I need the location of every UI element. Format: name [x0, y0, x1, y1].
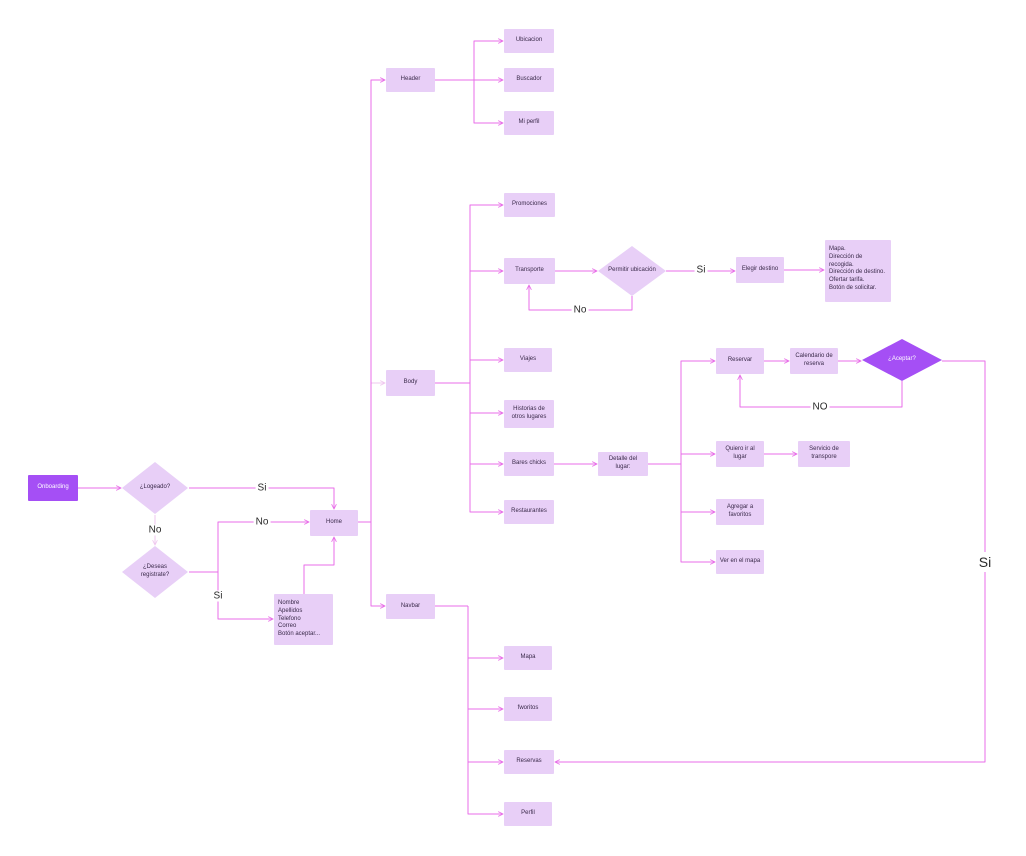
node-agregar-favoritos-label: Agregar a favoritos — [726, 504, 754, 518]
node-home[interactable]: Home — [310, 510, 358, 536]
node-ver-mapa[interactable]: Ver en el mapa — [716, 550, 764, 574]
edge-aceptar-si-reservas — [555, 360, 986, 762]
edge-label-permitir-no: No — [571, 304, 589, 316]
node-viajes-label: Viajes — [519, 356, 537, 363]
edge-label-aceptar-si: Si — [977, 552, 993, 572]
edge-navbar-favoritos — [467, 658, 503, 709]
edge-label-registrate-no: No — [253, 516, 271, 528]
edge-detalle-quiero — [680, 454, 715, 464]
decision-registrate[interactable]: ¿Deseas registrate? — [122, 546, 188, 598]
edge-registrate-no-home — [189, 522, 309, 573]
node-historias[interactable]: Historias de otros lugares — [504, 400, 554, 428]
edge-home-header — [370, 80, 385, 522]
decision-logeado-label: ¿Logeado? — [139, 484, 171, 491]
node-favoritos-label: fworitos — [517, 705, 539, 712]
node-restaurantes[interactable]: Restaurantes — [504, 500, 554, 524]
node-reservas[interactable]: Reservas — [504, 750, 554, 774]
node-detalle-lugar[interactable]: Detalle del lugar: — [598, 452, 648, 476]
node-mapa-detalle-label: Mapa. Dirección de recogida. Dirección d… — [829, 246, 886, 291]
decision-aceptar[interactable]: ¿Aceptar? — [862, 339, 942, 381]
node-body[interactable]: Body — [386, 370, 435, 396]
edge-body-promociones — [469, 205, 503, 383]
edge-home-navbar — [358, 521, 385, 606]
edge-label-logeado-si: Si — [255, 482, 269, 494]
node-registro-form[interactable]: Nombre Apellidos Telefono Correo Botón a… — [274, 594, 333, 645]
node-promociones[interactable]: Promociones — [504, 193, 555, 217]
edge-home-body — [358, 383, 385, 523]
node-bares-chicks[interactable]: Bares chicks — [504, 452, 554, 476]
decision-permitir-label: Permitir ubicación — [608, 267, 656, 274]
node-navbar-label: Navbar — [400, 602, 421, 609]
edge-label-logeado-no: No — [146, 524, 164, 536]
node-elegir-destino-label: Elegir destino — [741, 266, 779, 273]
node-viajes[interactable]: Viajes — [504, 348, 552, 372]
node-ver-mapa-label: Ver en el mapa — [719, 558, 761, 565]
node-home-label: Home — [325, 519, 342, 526]
node-ubicacion[interactable]: Ubicacion — [504, 29, 554, 53]
node-mapa-detalle[interactable]: Mapa. Dirección de recogida. Dirección d… — [825, 240, 891, 302]
node-quiero-ir[interactable]: Quiero ir al lugar — [716, 441, 764, 467]
edge-detalle-vermapa — [680, 512, 715, 562]
decision-permitir-ubicacion[interactable]: Permitir ubicación — [598, 246, 666, 296]
node-quiero-ir-label: Quiero ir al lugar — [725, 446, 755, 460]
node-registro-form-label: Nombre Apellidos Telefono Correo Botón a… — [278, 600, 321, 638]
node-buscador[interactable]: Buscador — [504, 68, 554, 92]
node-detalle-lugar-label: Detalle del lugar: — [608, 456, 638, 470]
edge-label-registrate-si: Si — [211, 590, 225, 602]
node-navbar[interactable]: Navbar — [386, 594, 435, 619]
edge-label-aceptar-no: NO — [810, 401, 830, 413]
node-servicio-transporte-label: Servicio de transpore — [809, 446, 839, 460]
node-ubicacion-label: Ubicacion — [515, 37, 543, 44]
edge-header-ubicacion — [473, 41, 503, 80]
node-header[interactable]: Header — [386, 68, 435, 92]
node-elegir-destino[interactable]: Elegir destino — [736, 257, 784, 283]
edge-navbar-mapa — [467, 606, 503, 658]
decision-aceptar-label: ¿Aceptar? — [888, 356, 916, 363]
node-perfil-label: Perfil — [521, 810, 535, 817]
node-mapa-label: Mapa — [520, 654, 536, 661]
node-reservar[interactable]: Reservar — [716, 348, 764, 374]
node-servicio-transporte[interactable]: Servicio de transpore — [798, 441, 850, 467]
decision-logeado[interactable]: ¿Logeado? — [122, 462, 188, 514]
node-favoritos[interactable]: fworitos — [504, 697, 552, 721]
edge-body-historias — [469, 383, 503, 413]
node-mapa[interactable]: Mapa — [504, 646, 552, 670]
edge-label-permitir-si: Si — [694, 264, 708, 276]
node-promociones-label: Promociones — [511, 201, 547, 208]
edge-navbar-reservas — [467, 709, 503, 762]
edge-detalle-reservar — [680, 361, 715, 464]
decision-registrate-label: ¿Deseas registrate? — [140, 564, 170, 578]
node-agregar-favoritos[interactable]: Agregar a favoritos — [716, 499, 764, 525]
node-mi-perfil[interactable]: Mi perfil — [504, 111, 554, 135]
node-bares-chicks-label: Bares chicks — [511, 460, 546, 467]
edge-form-home — [303, 537, 334, 594]
node-onboarding-label: Onboarding — [37, 484, 69, 491]
node-calendario[interactable]: Calendario de reserva — [790, 348, 838, 374]
node-transporte[interactable]: Transporte — [504, 258, 555, 284]
edge-registrate-si-form — [189, 571, 273, 619]
node-calendario-label: Calendario de reserva — [795, 353, 833, 367]
node-buscador-label: Buscador — [516, 76, 542, 83]
node-transporte-label: Transporte — [515, 267, 544, 274]
edge-body-restaurantes — [469, 464, 503, 512]
node-reservar-label: Reservar — [727, 357, 753, 364]
node-reservas-label: Reservas — [516, 758, 542, 765]
node-historias-label: Historias de otros lugares — [511, 406, 547, 420]
edge-body-bares — [469, 413, 503, 464]
node-restaurantes-label: Restaurantes — [511, 508, 547, 515]
node-perfil[interactable]: Perfil — [504, 802, 552, 826]
node-header-label: Header — [400, 76, 421, 83]
edge-detalle-agregar — [680, 464, 715, 512]
node-body-label: Body — [403, 379, 418, 386]
edge-header-miperfil — [473, 80, 503, 123]
node-mi-perfil-label: Mi perfil — [518, 119, 540, 126]
edge-navbar-perfil — [467, 762, 503, 814]
node-onboarding[interactable]: Onboarding — [28, 475, 78, 501]
